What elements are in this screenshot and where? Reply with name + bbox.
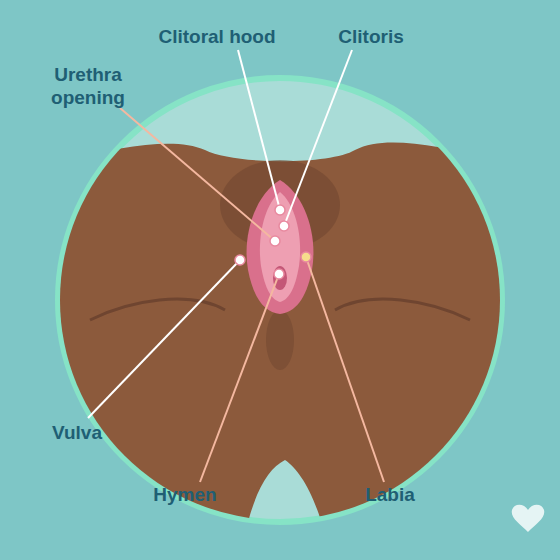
marker-dot — [279, 221, 289, 231]
part-label: Hymen — [153, 483, 216, 506]
leader-line — [88, 260, 240, 418]
leader-line — [120, 108, 275, 241]
leader-line — [306, 257, 384, 482]
part-label: Vulva — [52, 421, 102, 444]
thigh-crease — [90, 299, 225, 320]
leader-line — [238, 50, 280, 210]
leader-line — [284, 50, 352, 226]
part-label: Urethra opening — [38, 63, 138, 109]
part-label: Clitoral hood — [158, 25, 275, 48]
thigh-crease — [335, 299, 470, 320]
body-silhouette — [40, 142, 530, 560]
marker-dot — [235, 255, 245, 265]
logo-heart — [512, 505, 545, 532]
marker-dot — [270, 236, 280, 246]
marker-dots — [235, 205, 311, 279]
part-label: Clitoris — [338, 25, 403, 48]
marker-dot — [275, 205, 285, 215]
marker-dot — [274, 269, 284, 279]
part-label: Labia — [365, 483, 415, 506]
hair-area — [266, 310, 294, 370]
marker-dot — [301, 252, 311, 262]
leader-lines — [88, 50, 384, 482]
labia-outer — [247, 180, 314, 314]
labia-inner — [260, 192, 300, 302]
leader-line — [200, 274, 279, 482]
